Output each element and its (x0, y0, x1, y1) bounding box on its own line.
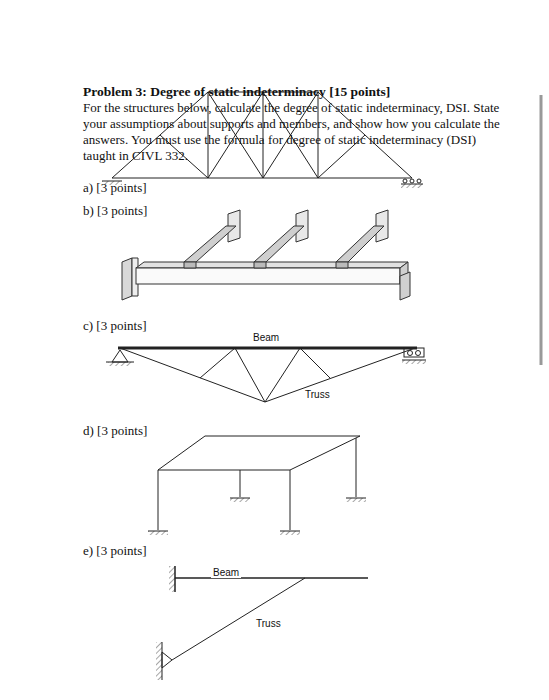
part-label: d) [3 points] (83, 423, 147, 439)
space-frame-d (148, 436, 366, 535)
member-label: Beam (211, 568, 241, 578)
part-label: a) [3 points] (83, 180, 147, 196)
trussed-beam-c (106, 348, 426, 402)
part-label: e) [3 points] (83, 543, 147, 559)
part-label: b) [3 points] (83, 203, 147, 219)
member-label: Truss (256, 618, 281, 630)
instructions: For the structures below, calculate the … (83, 100, 508, 164)
member-label: Truss (303, 389, 332, 401)
propped-beam-e (156, 566, 368, 680)
beam-b (122, 210, 410, 300)
member-label: Beam (253, 332, 279, 344)
problem-title: Problem 3: Degree of static indeterminac… (83, 84, 390, 100)
part-label: c) [3 points] (83, 318, 147, 334)
scrollbar (540, 95, 543, 365)
